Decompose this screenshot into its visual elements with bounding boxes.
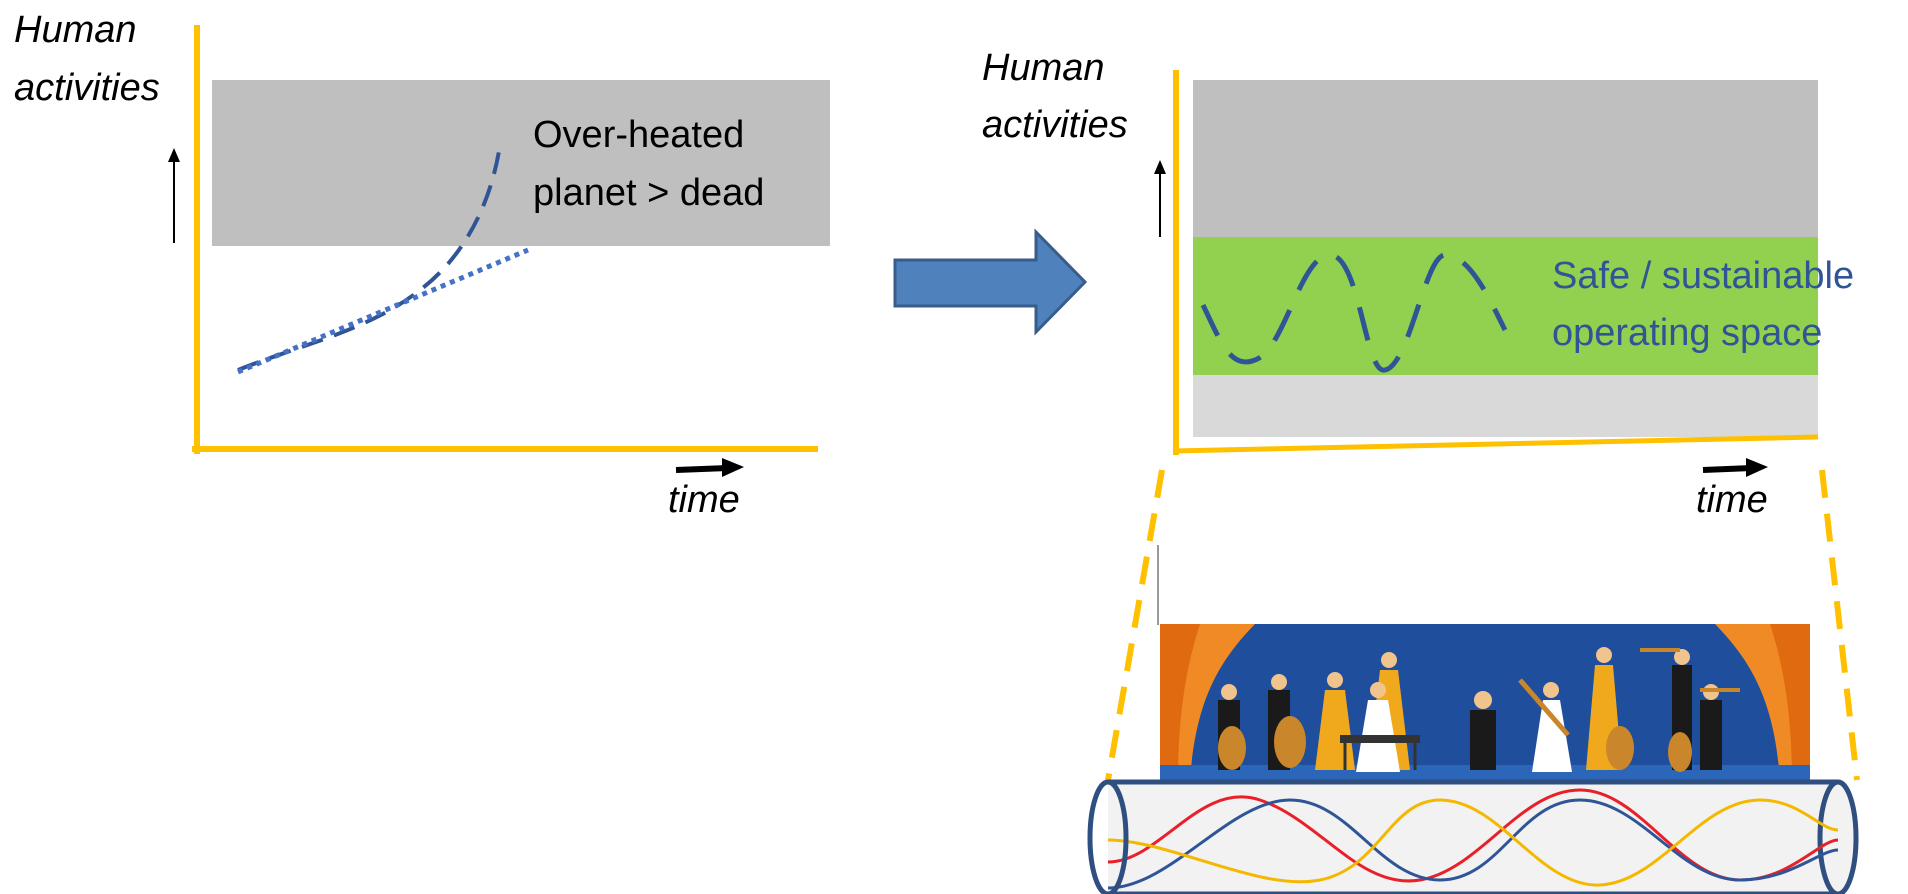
right-ylabel-line2: activities — [982, 104, 1128, 146]
lower-zone — [1193, 375, 1818, 437]
right-ylabel-line1: Human — [982, 47, 1105, 89]
overheated-label-line1: Over-heated — [533, 114, 744, 156]
right-x-axis — [1172, 434, 1819, 454]
left-panel: Human activities time Over-heated planet… — [14, 9, 830, 521]
linear-curve-dotted — [237, 247, 529, 375]
zoom-line-right — [1819, 469, 1860, 781]
right-block-arrow-icon — [893, 228, 1088, 336]
tube-with-waves-illustration — [1087, 779, 1859, 894]
safe-zone — [1193, 237, 1818, 375]
overheated-zone — [212, 80, 830, 246]
left-ylabel-line1: Human — [14, 9, 137, 51]
right-time-arrow-icon — [1702, 465, 1753, 473]
oscillating-curve — [1200, 252, 1508, 373]
overheated-label-line2: planet > dead — [533, 172, 764, 214]
right-panel: Human activities time Safe / sustainable… — [982, 47, 1854, 521]
exponential-curve-dashed — [237, 144, 502, 372]
zoom-line-left — [1105, 469, 1165, 781]
left-time-arrow-icon — [675, 465, 729, 473]
safe-label-line2: operating space — [1552, 312, 1822, 354]
right-xlabel: time — [1696, 479, 1768, 521]
left-ylabel-line2: activities — [14, 67, 160, 109]
left-xlabel: time — [668, 479, 740, 521]
danger-zone — [1193, 80, 1818, 237]
safe-label-line1: Safe / sustainable — [1552, 255, 1854, 297]
orchestra-illustration — [1157, 545, 1810, 782]
